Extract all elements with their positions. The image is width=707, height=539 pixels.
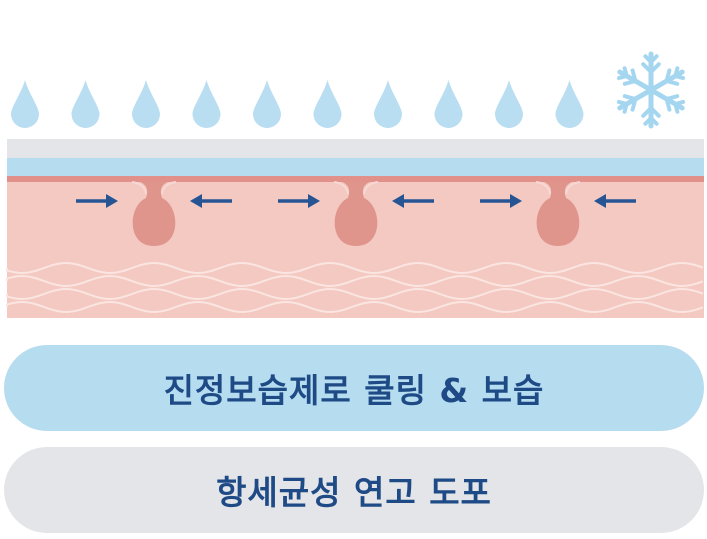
pore <box>334 182 378 246</box>
arrow-icon <box>190 194 232 208</box>
snowflake-branch <box>673 102 680 114</box>
snowflake-branch <box>673 73 686 81</box>
water-drop-icon <box>555 80 584 128</box>
pore <box>536 182 580 246</box>
contracting-arrows <box>76 194 636 208</box>
top-protective-layer <box>7 139 704 158</box>
snowflake-branch <box>630 68 638 83</box>
pore-rim <box>535 181 581 195</box>
snowflake-branch <box>643 116 653 126</box>
water-drop-icon <box>374 80 402 128</box>
skin-surface-line <box>7 176 704 182</box>
arrow-icon <box>392 194 434 208</box>
water-drop-icon <box>71 80 100 128</box>
water-drop-icon <box>313 80 342 128</box>
snowflake-branch <box>664 79 680 86</box>
water-drop-icon <box>253 80 281 128</box>
water-drop-icon <box>495 80 523 128</box>
skin-cooling-diagram <box>6 51 704 318</box>
snowflake-branch <box>622 66 629 78</box>
water-drop-icon <box>11 80 39 128</box>
snowflake-branch <box>649 62 661 74</box>
arrow-icon <box>480 194 522 208</box>
dermis-waves <box>6 262 704 313</box>
snowflake-branch <box>649 54 659 64</box>
wave-line <box>6 275 704 287</box>
pore-rim <box>333 181 379 195</box>
snowflake-icon <box>616 51 686 129</box>
arrow-icon <box>278 194 320 208</box>
arrow-icon <box>594 194 636 208</box>
application-label-pill: 항세균성 연고 도포 <box>4 447 704 533</box>
water-drops <box>11 80 584 128</box>
arrow-icon <box>76 194 118 208</box>
wave-line <box>6 288 704 300</box>
benefit-label-pill: 진정보습제로 쿨링 & 보습 <box>4 345 704 431</box>
water-drop-icon <box>192 80 221 128</box>
pores <box>131 181 581 246</box>
water-drop-icon <box>434 80 463 128</box>
pore-rim <box>131 181 177 195</box>
application-label: 항세균성 연고 도포 <box>216 473 492 512</box>
snowflake-branch <box>616 99 629 107</box>
wave-line <box>6 301 704 313</box>
water-drop-icon <box>132 80 160 128</box>
moisture-layer <box>7 158 704 176</box>
wave-line <box>6 262 704 274</box>
benefit-label: 진정보습제로 쿨링 & 보습 <box>163 371 545 410</box>
snowflake-branch <box>641 106 653 118</box>
snowflake-branch <box>664 97 672 112</box>
snowflake-branch <box>622 94 638 101</box>
pore <box>132 182 176 246</box>
